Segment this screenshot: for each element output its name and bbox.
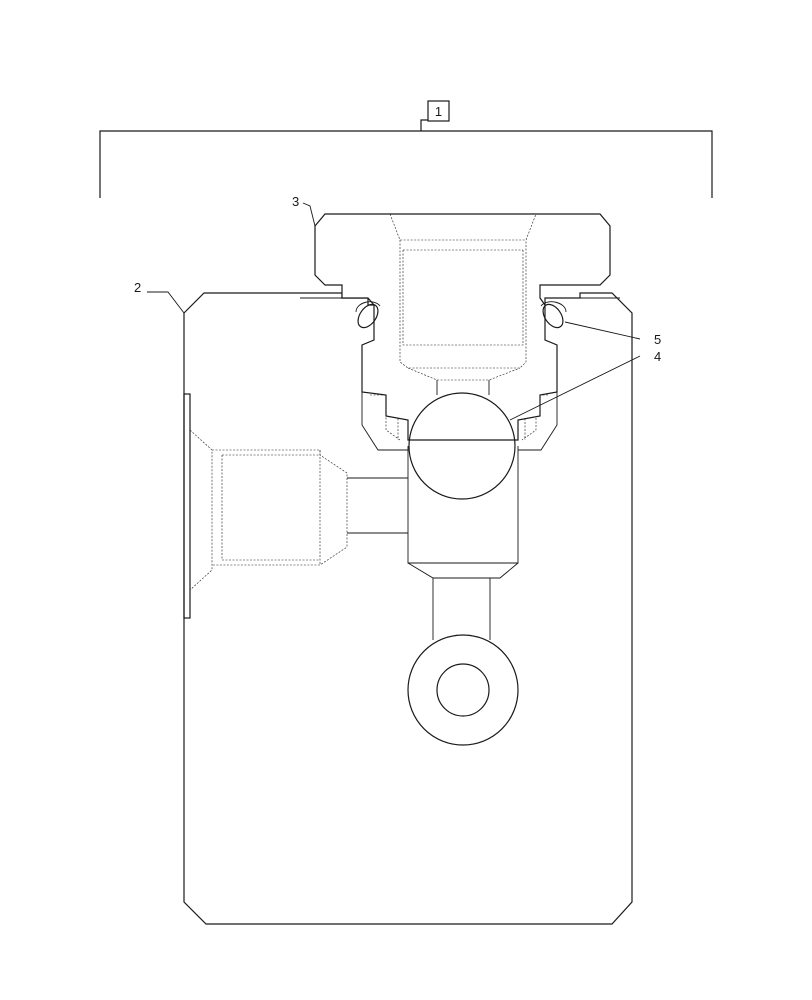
callout-5-label[interactable]: 5 xyxy=(654,332,661,347)
assembly-bracket xyxy=(99,119,713,198)
side-port xyxy=(189,429,408,591)
callout-1[interactable]: 1 xyxy=(427,100,450,122)
leader-lines xyxy=(147,202,641,421)
plug xyxy=(314,213,611,441)
callout-3-label[interactable]: 3 xyxy=(292,194,299,209)
callout-4-label[interactable]: 4 xyxy=(654,349,661,364)
callout-2-label[interactable]: 2 xyxy=(134,280,141,295)
callout-1-label: 1 xyxy=(435,104,442,119)
ball xyxy=(408,392,516,500)
central-bore xyxy=(407,446,519,746)
seal xyxy=(355,301,567,329)
